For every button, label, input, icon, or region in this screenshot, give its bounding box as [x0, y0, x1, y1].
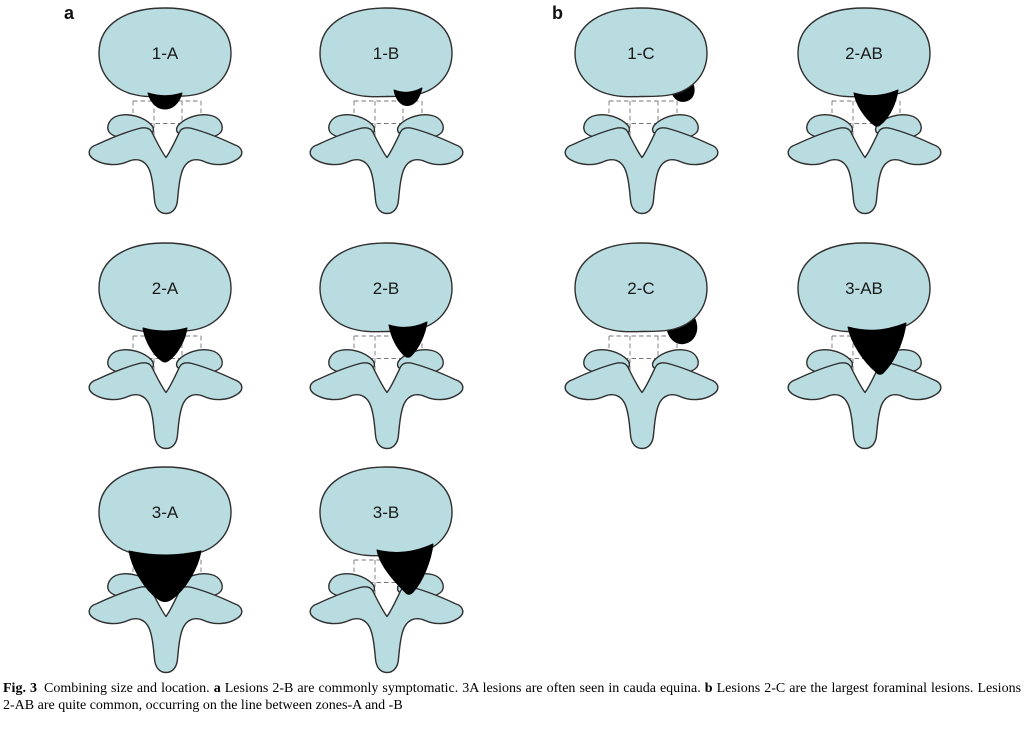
- posterior-arch: [309, 127, 464, 215]
- lesion-blob: [128, 550, 202, 602]
- vertebra-diagram-2-AB: 2-AB: [787, 7, 942, 215]
- lesion-blob: [393, 87, 423, 107]
- diagram-label: 1-C: [627, 44, 654, 63]
- diagram-label: 2-C: [627, 279, 654, 298]
- diagram-label: 2-A: [152, 279, 179, 298]
- figure-caption-number: Fig. 3: [3, 681, 37, 696]
- vertebra-diagram-2-B: 2-B: [309, 242, 464, 450]
- figure-caption: Fig. 3 Combining size and location. a Les…: [3, 680, 1021, 714]
- caption-bold-b: b: [704, 681, 713, 696]
- posterior-arch: [309, 586, 464, 674]
- vertebral-body: [574, 242, 708, 333]
- diagram-label: 2-B: [373, 279, 399, 298]
- vertebra-diagram-3-AB: 3-AB: [787, 242, 942, 450]
- posterior-arch: [564, 362, 719, 450]
- vertebra-diagram-1-B: 1-B: [309, 7, 464, 215]
- lesion-blob: [853, 89, 899, 127]
- diagram-label: 3-AB: [845, 279, 883, 298]
- vertebral-body: [98, 7, 232, 98]
- caption-text-2: Lesions 2-B are commonly symptomatic. 3A…: [224, 681, 701, 696]
- vertebral-body: [797, 7, 931, 98]
- posterior-arch: [564, 127, 719, 215]
- vertebra-diagram-3-A: 3-A: [88, 466, 243, 674]
- lesion-blob: [142, 327, 188, 363]
- vertebra-diagram-2-C: 2-C: [564, 242, 719, 450]
- lesion-blob: [847, 322, 907, 375]
- caption-text-3: Lesions 2-C are the largest foraminal le…: [3, 681, 1022, 713]
- lesion-blob: [147, 92, 183, 110]
- panel-a-label: a: [64, 3, 75, 23]
- posterior-arch: [787, 362, 942, 450]
- posterior-arch: [88, 127, 243, 215]
- diagram-label: 2-AB: [845, 44, 883, 63]
- lesion-blob: [376, 543, 434, 595]
- vertebral-body: [98, 242, 232, 333]
- posterior-arch: [88, 362, 243, 450]
- vertebra-diagram-2-A: 2-A: [88, 242, 243, 450]
- diagram-label: 1-B: [373, 44, 399, 63]
- vertebra-diagram-1-C: 1-C: [564, 7, 719, 215]
- vertebra-diagram-1-A: 1-A: [88, 7, 243, 215]
- lesion-blob: [388, 321, 428, 358]
- caption-text-1: Combining size and location.: [43, 681, 210, 696]
- posterior-arch: [309, 362, 464, 450]
- caption-bold-a: a: [213, 681, 221, 696]
- panel-b-label: b: [552, 3, 563, 23]
- posterior-arch: [787, 127, 942, 215]
- diagram-label: 1-A: [152, 44, 179, 63]
- vertebral-body: [319, 7, 453, 98]
- vertebra-diagram-3-B: 3-B: [309, 466, 464, 674]
- diagram-label: 3-A: [152, 503, 179, 522]
- diagram-label: 3-B: [373, 503, 399, 522]
- vertebral-body: [574, 7, 708, 98]
